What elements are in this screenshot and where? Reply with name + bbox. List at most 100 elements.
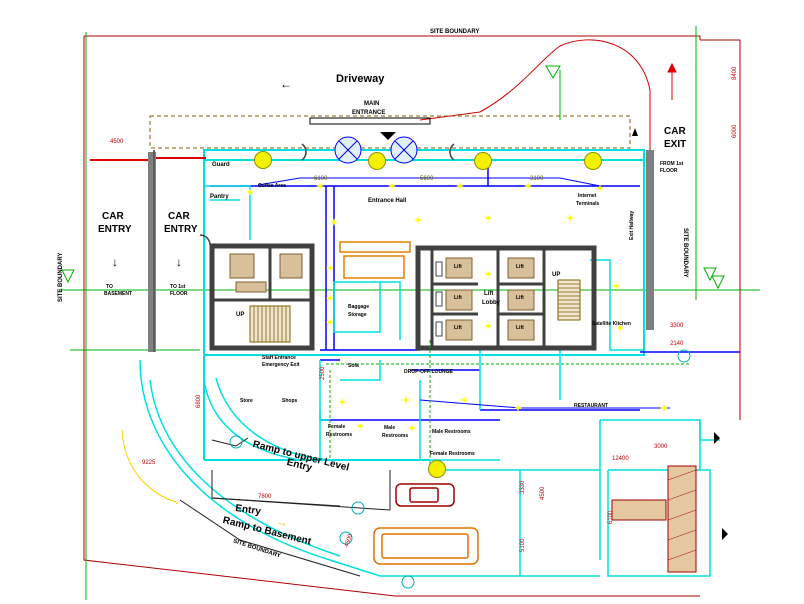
downlight-icon [484,270,492,278]
pantry-label: Pantry [210,194,229,200]
ramp-direction-arcs [121,429,177,503]
lift-label: Lift [454,295,462,301]
male-restrooms-line1: Male [384,425,396,431]
to-basement-line2: BASEMENT [104,291,133,297]
main-entrance-label-line2: ENTRANCE [352,110,386,116]
entrance-canopy [309,117,431,125]
down-arrow-icon: ↓ [112,255,118,269]
downlight-icon [596,184,604,192]
building-dashed-outline [149,115,631,149]
ceiling-lamp-icon [368,152,386,170]
from-first-floor-line2: FLOOR [660,168,678,174]
lift-lobby-line1: Lift [484,291,494,297]
dimension-text: 6000 [732,124,738,138]
car-entry-left-line1: CAR [102,211,124,222]
lift-label: Lift [516,325,524,331]
dimension-text: 6800 [196,394,202,408]
ceiling-lamp-icon [428,460,446,478]
lighting-circuits [257,177,740,409]
dimension-text: 5600 [420,176,434,182]
dimension-text: 3000 [654,444,668,450]
level-markers [632,128,728,540]
restaurant-label: RESTAURANT [574,403,609,409]
internet-terminals-line1: Internet [578,193,597,199]
to-basement-line1: TO [106,284,113,290]
baggage-storage-line1: Baggage [348,304,370,310]
site-boundary-label: SITE BOUNDARY [430,29,480,35]
entrance-hall-label: Entrance Hall [368,198,407,204]
dimension-text: 9225 [142,460,156,466]
sofa-label: Sofa [348,363,359,369]
driveway-curves [419,39,651,160]
lift-shafts [435,261,443,337]
ramp-walls [179,437,391,577]
down-arrow-icon: ↓ [176,255,182,269]
downlight-icon [388,182,396,190]
car-entry-right-line2: ENTRY [164,224,198,235]
downlight-icon [484,322,492,330]
downlight-icon [514,404,522,412]
downlight-icon [456,182,464,190]
dimension-text: 2140 [670,341,684,347]
shops-label: Shops [282,398,298,404]
downlight-icon [660,404,668,412]
dimension-text: 5100 [520,538,526,552]
downlight-icon [566,214,574,222]
male-restrooms-line2: Restrooms [382,433,409,439]
from-first-floor-line1: FROM 1st [660,161,684,167]
downlight-icon [524,182,532,190]
dimension-text: 3300 [670,323,684,329]
female-restrooms-line1: Female [328,424,346,430]
car-van [373,527,479,565]
downlight-icon [326,294,334,302]
downlight-icon [414,216,422,224]
ceiling-lamp-icon [254,151,272,169]
downlight-icon [408,424,416,432]
satellite-kitchen-label: Satellite Kitchen [592,321,631,327]
car-exit-label-line2: EXIT [664,139,687,150]
revolving-door-leaves [338,140,414,160]
driveway-label: Driveway [336,73,385,85]
downlight-icon [484,214,492,222]
coffee-area-label: Coffee Area [258,183,286,189]
entrance-arrow [380,132,396,140]
ramps [139,359,520,577]
store-label: Store [240,398,253,404]
car-exit-arrow [667,62,677,100]
dimension-text: 8400 [732,66,738,80]
lift-cars [445,257,535,341]
car-entry-left-line2: ENTRY [98,224,132,235]
baggage-storage-line2: Storage [348,312,367,318]
site-boundary-label-right: SITE BOUNDARY [682,228,688,278]
dimension-text: 12400 [612,456,629,462]
core-restroom-fixtures [229,253,303,293]
male-restrooms-b-label: Male Restrooms [432,429,471,435]
dimension-text: 4500 [540,486,546,500]
to-first-floor-line1: TO 1st [170,284,186,290]
stair-treads-left [253,306,287,342]
female-restrooms-line2: Restrooms [326,432,353,438]
lift-label: Lift [516,264,524,270]
downlight-icon [616,324,624,332]
up-label-left: UP [236,312,245,318]
dimension-text: 6100 [608,510,614,524]
staff-entrance-line1: Staff Entrance [262,355,296,361]
downlight-icon [326,318,334,326]
hatch-lines [667,469,697,561]
lounge-seating [339,241,411,279]
exterior-walls [203,149,645,461]
stair-treads-right [558,283,580,317]
main-entrance-label-line1: MAIN [364,101,380,107]
downlight-icon [612,282,620,290]
dimension-text: 4500 [110,139,124,145]
car-exit-label-line1: CAR [664,126,686,137]
ramp-arrow-icon: → [274,514,290,530]
downlight-icon [338,398,346,406]
to-first-floor-line2: FLOOR [170,291,188,297]
entrance-door-swings [199,143,455,246]
guard-label: Guard [212,162,230,168]
up-label-right: UP [552,272,561,278]
north-arrow-icons [61,65,725,290]
power-circuits [326,340,690,460]
